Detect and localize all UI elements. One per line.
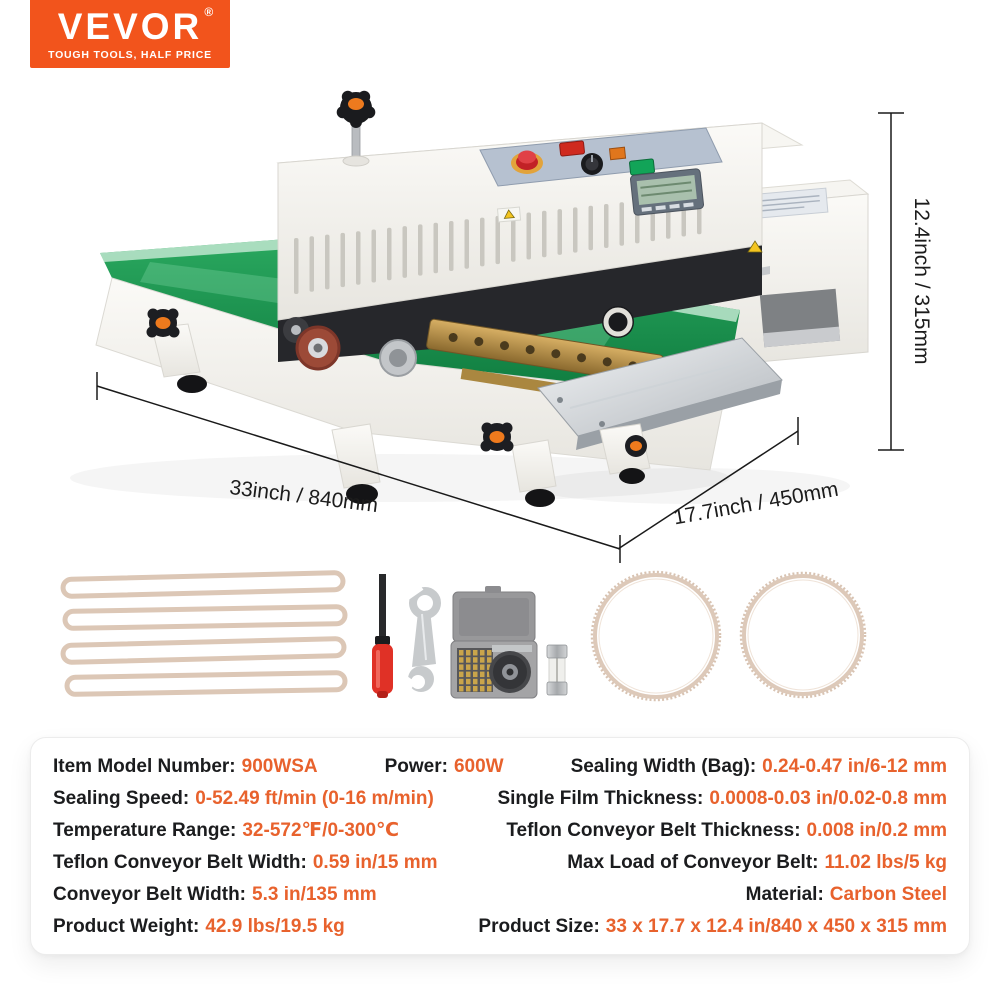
heating-switch[interactable] [629,158,655,176]
spec-row: Product Weight:42.9 lbs/19.5 kg Product … [53,913,947,941]
warning-sticker [496,206,522,223]
spec-label: Teflon Conveyor Belt Thickness: [506,820,801,841]
spec-item: Sealing Width (Bag):0.24-0.47 in/6-12 mm [571,753,947,781]
spec-row: Teflon Conveyor Belt Width:0.59 in/15 mm… [53,849,947,877]
dimension-lines [96,112,904,563]
spec-label: Conveyor Belt Width: [53,884,246,905]
spec-row: Sealing Speed:0-52.49 ft/min (0-16 m/min… [53,785,947,813]
brand-wordmark: VEVOR [57,5,203,47]
spec-card: Item Model Number:900WSA Power:600W Seal… [30,737,970,955]
spec-item: Teflon Conveyor Belt Thickness:0.008 in/… [506,817,947,845]
spec-value: 0.59 in/15 mm [312,852,438,873]
spec-value: 0.0008-0.03 in/0.02-0.8 mm [709,788,947,809]
wrench [393,578,441,693]
sealing-mechanism-band [278,245,762,362]
spec-row: Item Model Number:900WSA Power:600W Seal… [53,753,947,781]
brand-tagline: TOUGH TOOLS, HALF PRICE [48,48,212,61]
speed-knob[interactable] [581,153,603,175]
fuse [546,644,568,696]
brand-name: VEVOR® [57,5,214,47]
registered-mark-icon: ® [204,4,217,19]
spec-value: 5.3 in/135 mm [252,884,377,905]
brass-letter-stamps [459,650,492,692]
spec-row: Temperature Range:32-572℉/0-300℃ Teflon … [53,817,947,845]
spec-value: 33 x 17.7 x 12.4 in/840 x 450 x 315 mm [605,916,947,937]
spec-value: 32-572℉/0-300℃ [242,820,400,841]
spec-value: Carbon Steel [829,884,947,905]
dimension-height [878,112,904,451]
emergency-stop-button[interactable] [511,150,543,175]
spec-item: Teflon Conveyor Belt Width:0.59 in/15 mm [53,849,437,877]
machine-illustration [70,90,870,507]
belt-pulley [603,307,633,337]
box-opening [759,288,841,348]
dimension-depth [617,417,799,550]
accessories [60,570,867,702]
spec-item: Single Film Thickness:0.0008-0.03 in/0.0… [497,785,947,813]
spec-value: 600W [453,756,504,777]
digital-display [629,168,705,216]
spec-label: Product Size: [478,916,600,937]
heating-block [426,318,664,386]
indicator-light [608,146,627,161]
spec-item: Max Load of Conveyor Belt:11.02 lbs/5 kg [567,849,947,877]
control-panel [479,127,723,187]
spare-sealing-belts [60,570,348,697]
spec-item: Sealing Speed:0-52.49 ft/min (0-16 m/min… [53,785,434,813]
vevor-logo: VEVOR® TOUGH TOOLS, HALF PRICE [30,0,230,68]
spec-item: Item Model Number:900WSA [53,753,318,781]
adjust-knob[interactable] [625,435,647,457]
spec-row: Conveyor Belt Width: 5.3 in/135 mm Materi… [53,881,947,909]
spec-value: 900WSA [241,756,318,777]
spec-label: Temperature Range: [53,820,237,841]
spec-item: Power:600W [385,753,504,781]
spec-label: Product Weight: [53,916,200,937]
vent-grille [294,193,702,294]
spec-label: Power: [384,756,448,777]
spec-item: Temperature Range:32-572℉/0-300℃ [53,817,399,845]
power-switch[interactable] [559,140,585,157]
spec-label: Sealing Speed: [53,788,190,809]
ground-shadow [530,468,850,504]
spec-label: Max Load of Conveyor Belt: [567,852,819,873]
ground-shadow [70,454,730,502]
spec-label: Sealing Width (Bag): [570,756,757,777]
adjust-knob[interactable] [146,308,180,338]
spec-value: 0.008 in/0.2 mm [806,820,947,841]
spec-item: Material:Carbon Steel [746,881,947,909]
pressure-adjust-knob[interactable] [336,90,376,167]
spec-label: Item Model Number: [53,756,236,777]
spec-item: Product Weight:42.9 lbs/19.5 kg [53,913,345,941]
legs-and-feet [151,323,557,507]
spec-label: Teflon Conveyor Belt Width: [53,852,307,873]
dimension-length [96,372,621,563]
spec-label: Material: [745,884,824,905]
spec-value: 42.9 lbs/19.5 kg [205,916,345,937]
spec-value: 11.02 lbs/5 kg [824,852,947,873]
screwdriver [372,574,393,698]
spec-item: Product Size:33 x 17.7 x 12.4 in/840 x 4… [478,913,947,941]
adjust-knob[interactable] [480,422,514,452]
spec-label: Single Film Thickness: [497,788,704,809]
stamp-kit-box [450,586,538,699]
spec-value: 0-52.49 ft/min (0-16 m/min) [195,788,434,809]
spec-item: Conveyor Belt Width: 5.3 in/135 mm [53,881,377,909]
spec-value: 0.24-0.47 in/6-12 mm [762,756,947,777]
spare-drive-belts [590,570,867,702]
warning-triangle-icon [747,240,763,253]
height-label: 12.4inch / 315mm [910,198,933,365]
